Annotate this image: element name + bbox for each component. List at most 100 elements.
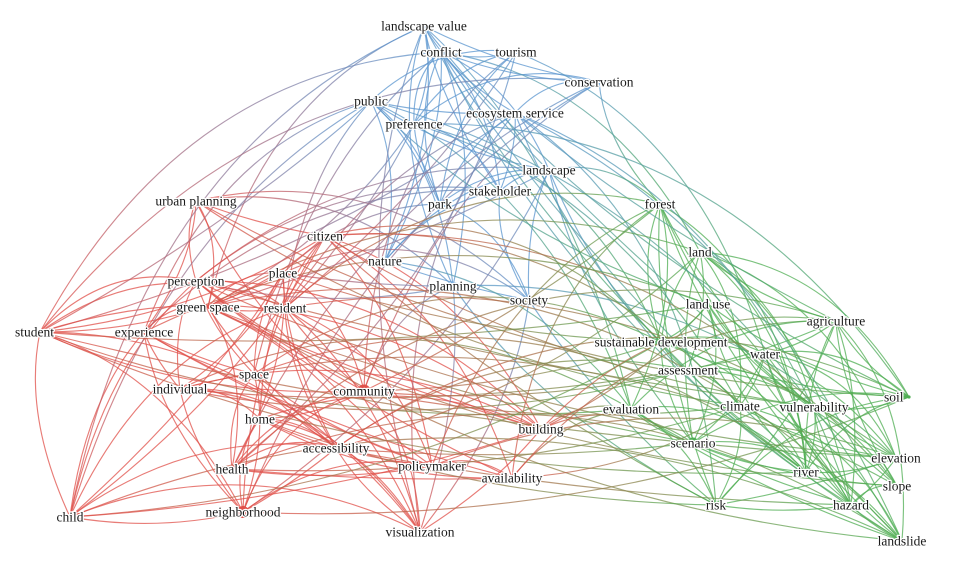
edge — [739, 405, 897, 459]
label-stakeholder[interactable]: stakeholder — [468, 182, 533, 200]
label-tourism[interactable]: tourism — [494, 43, 538, 61]
edge — [324, 235, 815, 408]
edge — [69, 443, 337, 518]
node-public — [369, 99, 373, 103]
edge — [253, 51, 442, 375]
edge — [423, 25, 501, 192]
edge — [39, 100, 372, 333]
label-park[interactable]: park — [427, 195, 454, 213]
label-individual[interactable]: individual — [151, 380, 209, 398]
label-place[interactable]: place — [267, 264, 298, 282]
edge — [284, 307, 337, 449]
label-policymaker[interactable]: policymaker — [397, 457, 468, 475]
edge — [514, 112, 807, 473]
label-land-use[interactable]: land use — [684, 295, 731, 313]
edge — [440, 51, 466, 287]
edge — [179, 353, 766, 399]
label-green-space[interactable]: green space — [175, 298, 241, 316]
label-visualization[interactable]: visualization — [384, 523, 456, 541]
label-assessment[interactable]: assessment — [657, 361, 720, 379]
label-sustainable-development[interactable]: sustainable development — [593, 333, 729, 351]
label-river[interactable]: river — [792, 463, 821, 481]
label-conflict[interactable]: conflict — [419, 43, 463, 61]
label-community[interactable]: community — [332, 382, 396, 400]
edge — [179, 388, 337, 449]
edge — [699, 251, 815, 408]
label-health[interactable]: health — [214, 460, 250, 478]
edge — [514, 112, 837, 322]
edge — [39, 331, 807, 475]
edge — [413, 73, 600, 125]
edge — [514, 112, 903, 542]
edge — [630, 408, 903, 542]
label-vulnerability[interactable]: vulnerability — [778, 398, 850, 416]
edge — [335, 336, 910, 449]
node-building — [539, 427, 543, 431]
edge — [69, 511, 244, 524]
edge — [370, 100, 632, 410]
node-river — [804, 470, 808, 474]
edge — [335, 447, 421, 533]
label-urban-planning[interactable]: urban planning — [154, 192, 238, 210]
label-nature[interactable]: nature — [367, 252, 403, 270]
label-experience[interactable]: experience — [113, 323, 174, 341]
edge — [684, 251, 701, 444]
label-agriculture[interactable]: agriculture — [805, 312, 866, 330]
edge — [452, 284, 897, 459]
node-land-use — [706, 302, 710, 306]
label-citizen[interactable]: citizen — [306, 227, 345, 245]
label-scenario[interactable]: scenario — [669, 434, 717, 452]
edge — [511, 405, 741, 479]
label-land[interactable]: land — [687, 243, 713, 261]
edge — [69, 100, 372, 518]
label-water[interactable]: water — [749, 345, 782, 363]
edge — [69, 341, 662, 518]
edge — [363, 285, 454, 392]
label-landscape[interactable]: landscape — [521, 161, 577, 179]
label-society[interactable]: society — [509, 291, 550, 309]
label-forest[interactable]: forest — [643, 195, 677, 213]
label-neighborhood[interactable]: neighborhood — [204, 503, 282, 521]
node-water — [763, 352, 767, 356]
label-soil[interactable]: soil — [883, 388, 905, 406]
label-climate[interactable]: climate — [719, 397, 761, 415]
label-preference[interactable]: preference — [384, 115, 444, 133]
label-elevation[interactable]: elevation — [870, 449, 922, 467]
edge — [370, 100, 550, 171]
label-resident[interactable]: resident — [262, 299, 308, 317]
label-conservation[interactable]: conservation — [563, 73, 635, 91]
label-child[interactable]: child — [55, 508, 85, 526]
label-availability[interactable]: availability — [480, 469, 544, 487]
edge — [69, 272, 284, 518]
edge — [195, 186, 501, 282]
label-perception[interactable]: perception — [166, 272, 226, 290]
edge — [207, 123, 415, 308]
edge — [176, 280, 197, 390]
node-citizen — [323, 234, 327, 238]
edge — [231, 81, 600, 470]
label-student[interactable]: student — [14, 323, 56, 341]
label-risk[interactable]: risk — [705, 496, 728, 514]
edge — [692, 442, 807, 473]
node-community — [357, 384, 371, 398]
label-home[interactable]: home — [244, 410, 277, 428]
label-slope[interactable]: slope — [881, 477, 912, 495]
edge — [424, 51, 442, 205]
node-perception — [194, 279, 198, 283]
label-evaluation[interactable]: evaluation — [602, 400, 661, 418]
node-landslide — [900, 539, 904, 543]
label-ecosystem-service[interactable]: ecosystem service — [465, 104, 565, 122]
label-accessibility[interactable]: accessibility — [301, 439, 371, 457]
node-experience — [142, 330, 146, 334]
edge — [207, 306, 286, 312]
label-building[interactable]: building — [517, 420, 565, 438]
node-preference — [412, 122, 416, 126]
label-space[interactable]: space — [238, 365, 271, 383]
edge — [207, 219, 701, 308]
label-planning[interactable]: planning — [428, 277, 478, 295]
label-hazard[interactable]: hazard — [832, 496, 871, 514]
label-public[interactable]: public — [353, 92, 389, 110]
label-landscape-value[interactable]: landscape value — [380, 17, 468, 35]
label-landslide[interactable]: landslide — [876, 532, 927, 550]
edge — [439, 168, 550, 205]
